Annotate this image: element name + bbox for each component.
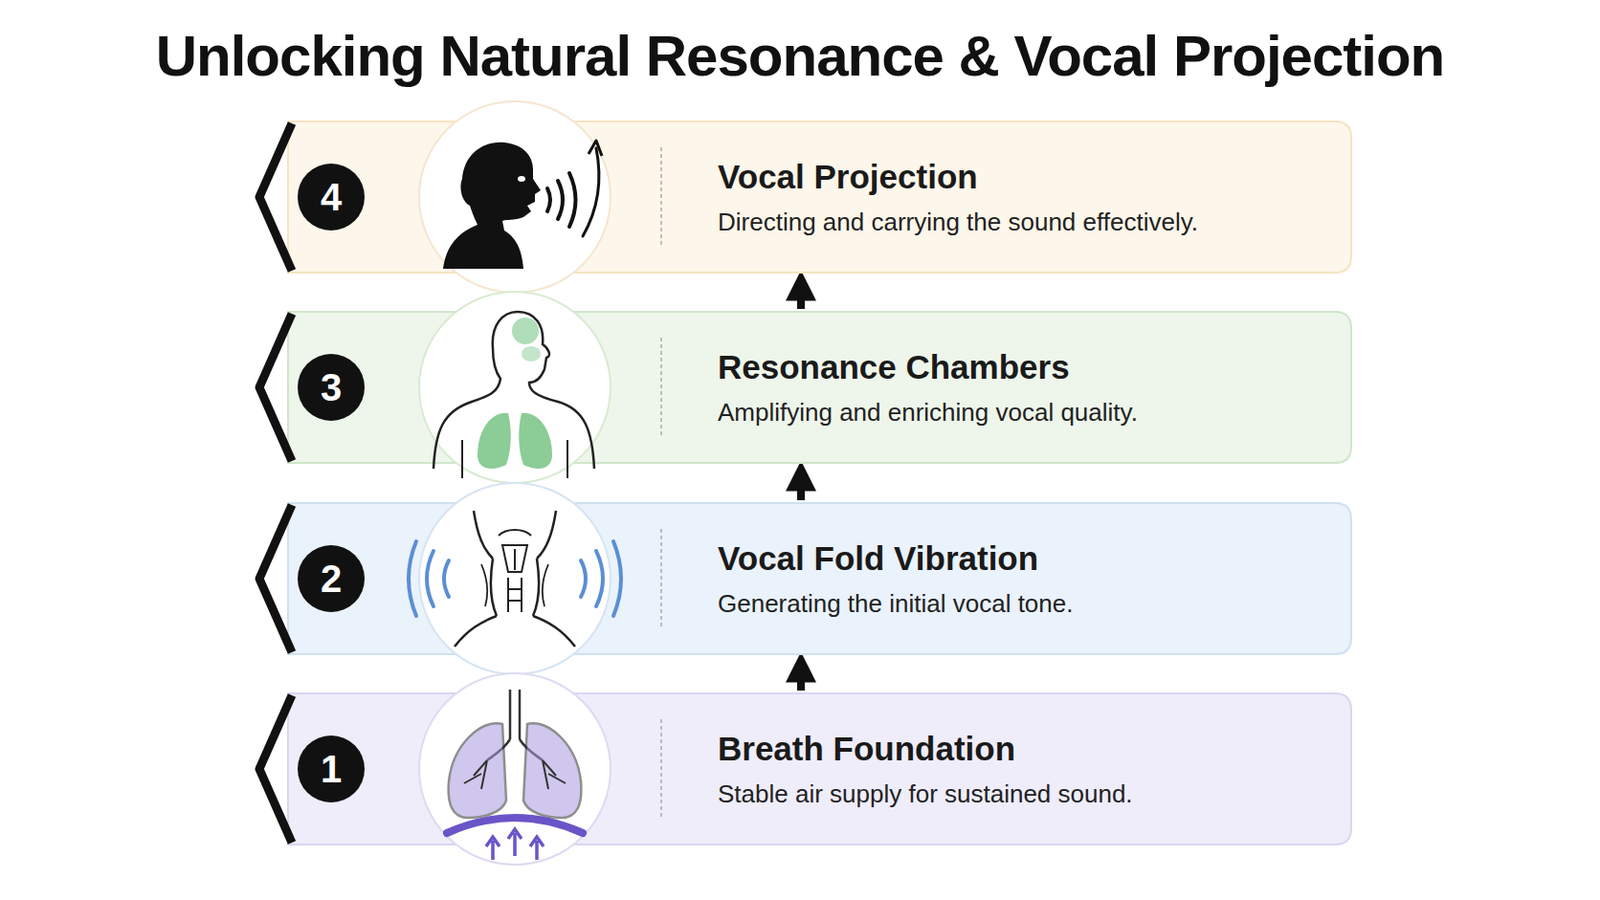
step-number: 1 [320, 748, 342, 792]
step-number: 3 [320, 366, 342, 410]
step-text: Breath FoundationStable air supply for s… [717, 692, 1134, 846]
step-heading: Resonance Chambers [717, 348, 1138, 387]
step-heading: Breath Foundation [717, 730, 1134, 769]
diagram-title: Unlocking Natural Resonance & Vocal Proj… [0, 22, 1600, 89]
flow-arrow [797, 284, 805, 310]
band-outline [249, 502, 1353, 656]
band-outline [249, 120, 1353, 274]
step-band: Breath FoundationStable air supply for s… [249, 692, 1353, 846]
step-description: Stable air supply for sustained sound. [717, 779, 1134, 810]
step-description: Directing and carrying the sound effecti… [717, 207, 1199, 238]
step-number: 2 [320, 557, 342, 601]
step-number-circle: 2 [297, 545, 365, 613]
step-number-circle: 3 [297, 354, 365, 422]
flow-arrow [797, 666, 805, 691]
speaker-icon [414, 96, 616, 298]
step-heading: Vocal Fold Vibration [717, 539, 1073, 578]
larynx-icon [414, 478, 616, 680]
step-band: Vocal ProjectionDirecting and carrying t… [249, 120, 1353, 274]
step-number-circle: 4 [297, 163, 365, 231]
step-number: 4 [320, 176, 342, 220]
lungs-icon [414, 668, 616, 870]
step-text: Vocal Fold VibrationGenerating the initi… [717, 502, 1073, 656]
step-band: Resonance ChambersAmplifying and enrichi… [249, 311, 1353, 465]
flow-arrow [797, 474, 805, 501]
step-text: Vocal ProjectionDirecting and carrying t… [717, 120, 1199, 274]
step-band: Vocal Fold VibrationGenerating the initi… [249, 502, 1353, 656]
step-description: Generating the initial vocal tone. [717, 589, 1073, 620]
step-text: Resonance ChambersAmplifying and enrichi… [717, 311, 1138, 465]
band-outline [249, 692, 1353, 846]
resonance-body-icon [414, 287, 616, 489]
step-description: Amplifying and enriching vocal quality. [717, 398, 1138, 428]
step-heading: Vocal Projection [717, 157, 1199, 197]
band-outline [249, 311, 1353, 465]
step-number-circle: 1 [297, 735, 365, 803]
